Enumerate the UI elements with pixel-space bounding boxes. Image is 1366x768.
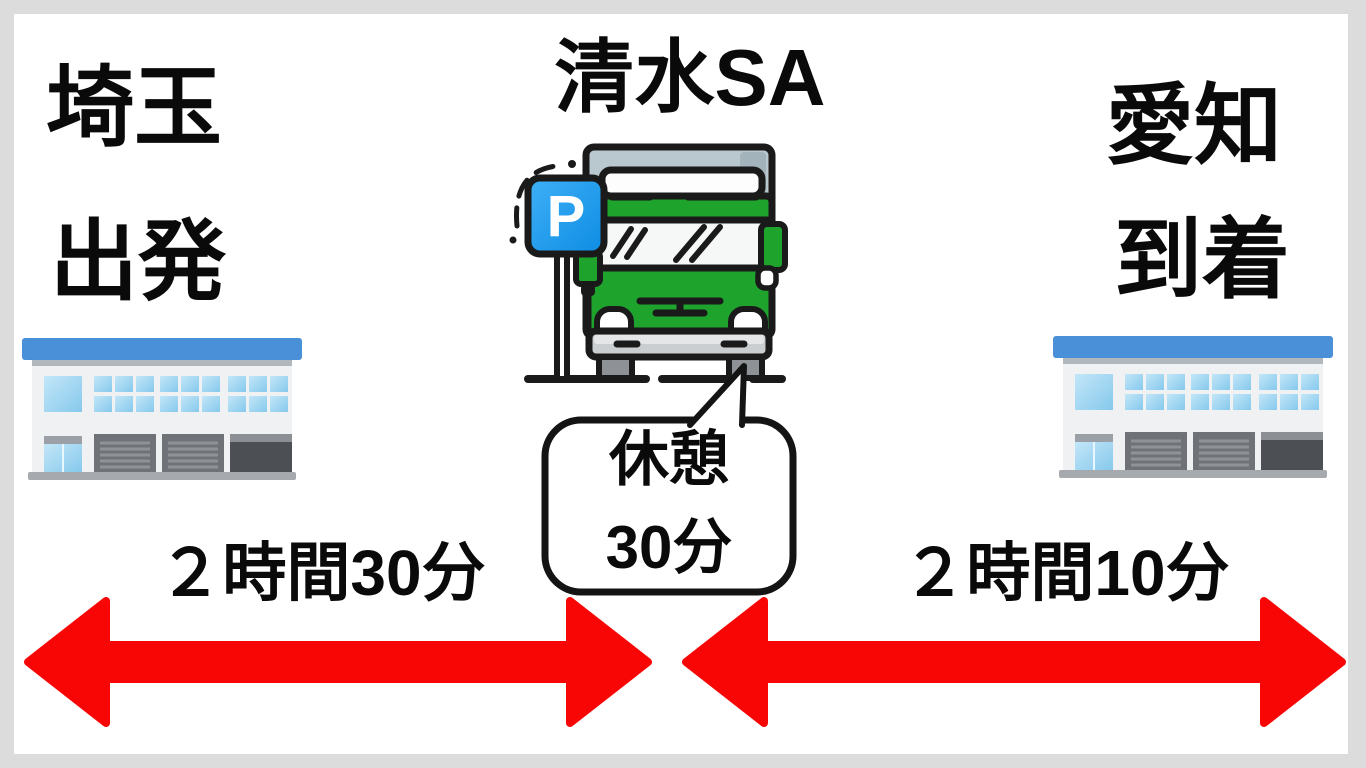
parking-sign-icon: P <box>509 160 608 382</box>
stopover-name-label: 清水SA <box>554 33 826 122</box>
parking-sign-letter: P <box>547 184 586 249</box>
warehouse-left-icon <box>20 336 304 482</box>
side-mirrors <box>573 221 788 296</box>
truck-icon: P <box>509 143 788 383</box>
rest-bubble <box>541 363 797 596</box>
leg1-arrow-icon <box>24 597 652 727</box>
warehouse-right-icon <box>1051 334 1335 480</box>
rest-duration-line2: 30分 <box>605 514 733 581</box>
sign-accent-arc <box>513 163 559 229</box>
leg1-duration-label: ２時間30分 <box>158 537 486 609</box>
speech-bubble-tail <box>687 363 747 428</box>
truck-cab <box>584 166 776 338</box>
origin-place-label: 埼玉 <box>46 58 223 157</box>
bumper <box>585 327 773 361</box>
rest-duration-line1: 休憩 <box>609 426 729 493</box>
origin-status-label: 出発 <box>50 212 227 311</box>
destination-place-label: 愛知 <box>1106 76 1283 175</box>
parking-sign-pole <box>554 247 570 382</box>
leg2-arrow-icon <box>682 597 1346 727</box>
destination-status-label: 到着 <box>1114 210 1291 309</box>
leg2-duration-label: ２時間10分 <box>902 537 1230 609</box>
